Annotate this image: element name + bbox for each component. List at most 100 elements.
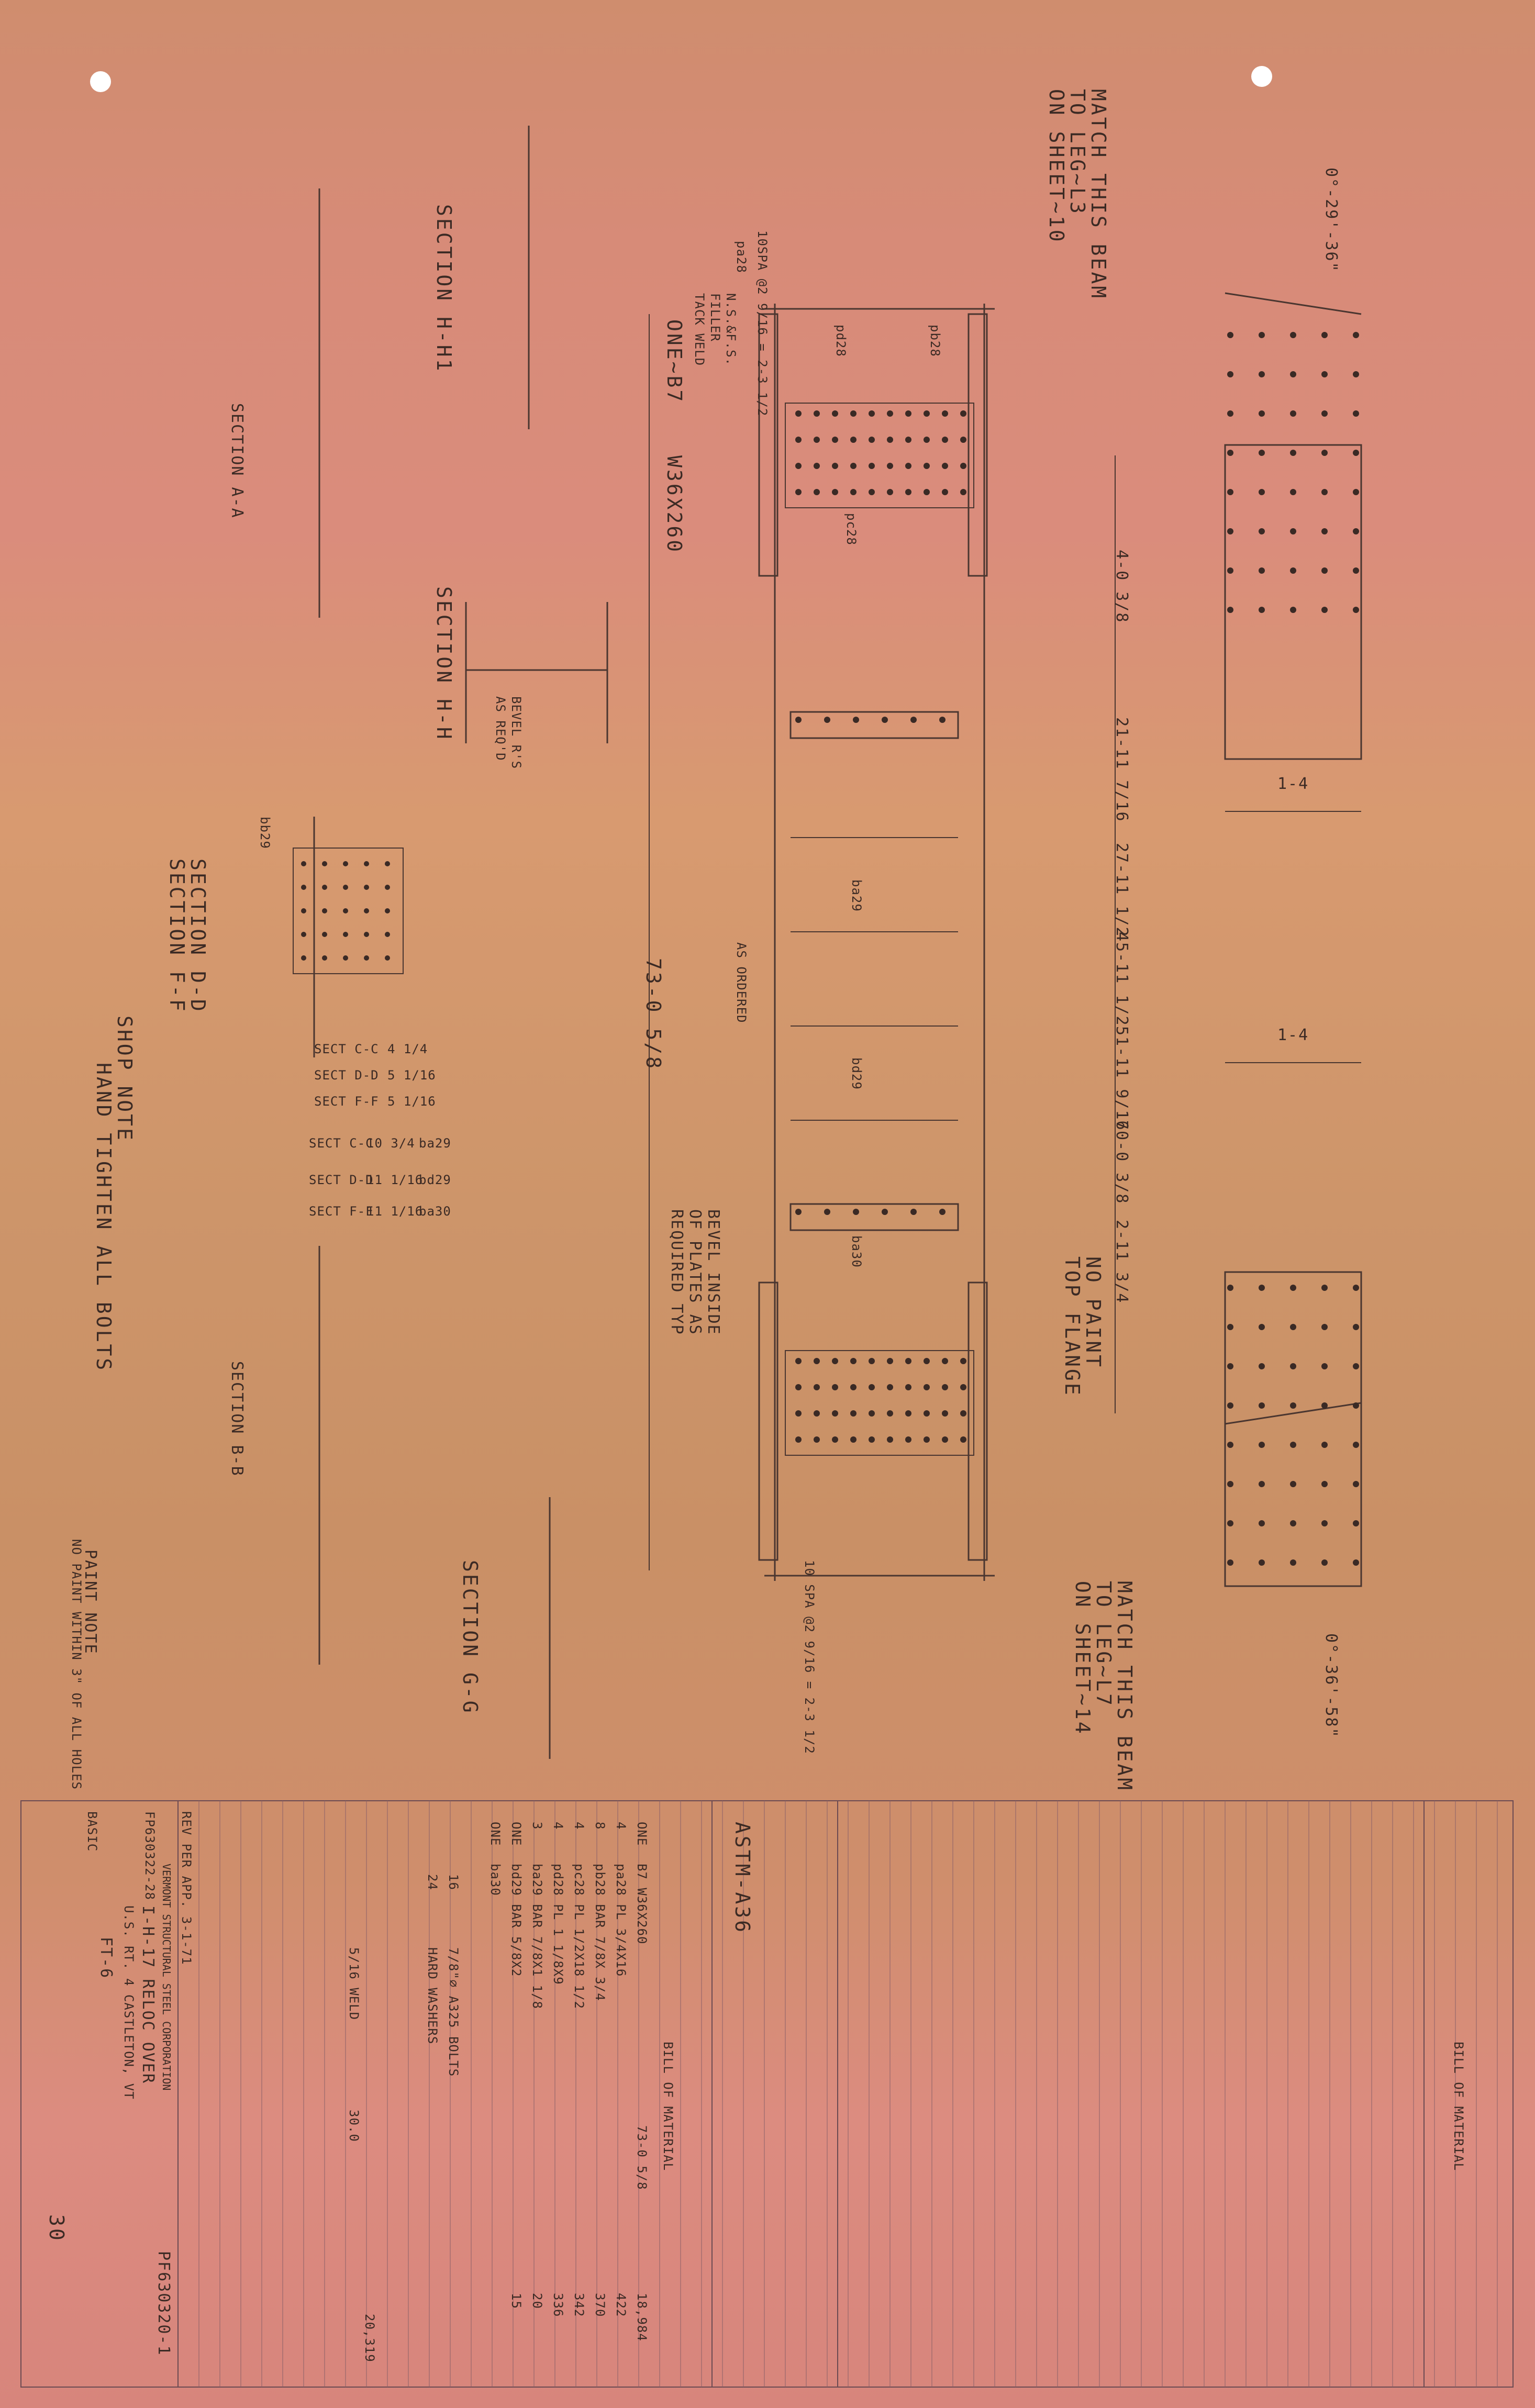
sect-table-label: SECT D-D [309,1173,374,1187]
bolt-hole [1353,332,1359,338]
bolt-hole [1290,371,1296,377]
bolt-hole [1259,1285,1265,1291]
bolt-hole [795,489,802,495]
project-location: U.S. RT. 4 CASTLETON, VT [121,1905,136,2100]
bolt-hole [343,955,348,961]
shop-note-title: SHOP NOTE [113,1016,136,1142]
bolt-hole [1227,1285,1233,1291]
bolt-hole [942,1436,948,1443]
bolt-hole [942,410,948,417]
bolt-hole [824,717,830,723]
sect-table-value: 5 1/16 [387,1068,436,1083]
paint-note-text: NO PAINT WITHIN 3" OF ALL HOLES [69,1539,84,1790]
bolt-hole [960,1436,966,1443]
bolt-hole [301,861,306,866]
bolt-hole [343,908,348,913]
bolt-hole [1353,410,1359,417]
bolt-hole [385,932,390,937]
bolt-hole [795,717,802,723]
bom-qty: 3 [530,1822,544,1830]
splice-plate-bottom [785,1350,974,1456]
bolt-hole [887,463,893,469]
bolt-hole [960,1410,966,1417]
punch-hole [1251,66,1272,87]
bom-weight: 18,984 [635,2293,649,2342]
bolt-hole [869,1410,875,1417]
bolt-hole [1227,371,1233,377]
bom-weight: 342 [572,2293,586,2317]
bolt-hole [795,1410,802,1417]
no-paint-note-1: NO PAINT [1082,1256,1105,1369]
bom-qty: ONE [509,1822,524,1846]
bolt-hole [832,1410,838,1417]
dim-6: 70-0 3/8 [1113,1120,1131,1205]
bolt-hole [1259,450,1265,456]
bolt-hole [924,410,930,417]
spacing-top: 10SPA @2 9/16 = 2-3 1/2 [755,230,770,417]
bom-qty: ONE [635,1822,649,1846]
bolt-hole [960,463,966,469]
bolt-hole [1227,332,1233,338]
washers-desc: HARD WASHERS [425,1947,440,2045]
bolt-hole [364,861,369,866]
bolt-hole [1290,1324,1296,1330]
bolt-hole [1259,1520,1265,1526]
bolt-hole [1321,1324,1328,1330]
bolt-hole [942,1410,948,1417]
bolt-hole [824,1209,830,1215]
bolt-hole [1321,528,1328,534]
bom-item: pa28 PL 3/4X16 [614,1864,628,1977]
bolt-hole [1227,1559,1233,1566]
bolt-hole [322,885,327,890]
bom-weight: 422 [614,2293,628,2317]
bolt-pattern [301,332,1359,1566]
bolt-hole [832,1384,838,1390]
bolt-hole [942,1384,948,1390]
bolt-hole [1353,489,1359,495]
dim-5: 51-11 9/16 [1113,1026,1131,1131]
bolt-hole [1321,450,1328,456]
bolt-hole [924,489,930,495]
bom-weight: 20 [530,2293,544,2309]
drawing-number: PF630320-1 [154,2251,173,2356]
bolt-hole [905,1358,911,1364]
bolt-hole [1353,1559,1359,1566]
bolt-hole [1290,410,1296,417]
bolt-hole [301,908,306,913]
match-note-top-2: TO LEG~L3 [1066,89,1089,216]
bolt-hole [322,955,327,961]
bolt-hole [814,1384,820,1390]
bolt-hole [960,437,966,443]
section-aa-label: SECTION A-A [228,403,246,519]
bolt-hole [1353,1285,1359,1291]
weld-desc: 5/16 WELD [347,1947,361,2021]
section-bb-label: SECTION B-B [228,1361,246,1477]
bolt-hole [1290,450,1296,456]
bolt-hole [1227,410,1233,417]
sect-table-mark: ba29 [419,1136,451,1151]
bom-weight: 336 [551,2293,565,2317]
bom-qty: 8 [593,1822,607,1830]
bolt-hole [850,489,857,495]
bolt-hole [1353,371,1359,377]
bolt-hole [385,908,390,913]
piece-mark: pa28 [734,241,749,273]
member-mark: ONE~B7 [663,319,686,404]
overall-length: 73-0 5/8 [642,958,665,1071]
bolt-hole [1227,567,1233,574]
bolt-hole [1321,1559,1328,1566]
bolt-hole [942,463,948,469]
paint-note-title: PAINT NOTE [81,1549,99,1655]
sheet-number: 30 [45,2214,68,2243]
bolt-hole [322,932,327,937]
section-dd-bolt-group [293,848,404,974]
dim-1: 4-0 3/8 [1113,550,1131,623]
bolt-hole [905,437,911,443]
total-weight: 20,319 [362,2314,377,2362]
bom-qty: 4 [572,1822,586,1830]
bolt-hole [924,1410,930,1417]
bolt-hole [1259,410,1265,417]
bolt-hole [1259,1363,1265,1369]
bom-qty: ONE [488,1822,503,1846]
piece-mark: FILLER [708,293,722,342]
